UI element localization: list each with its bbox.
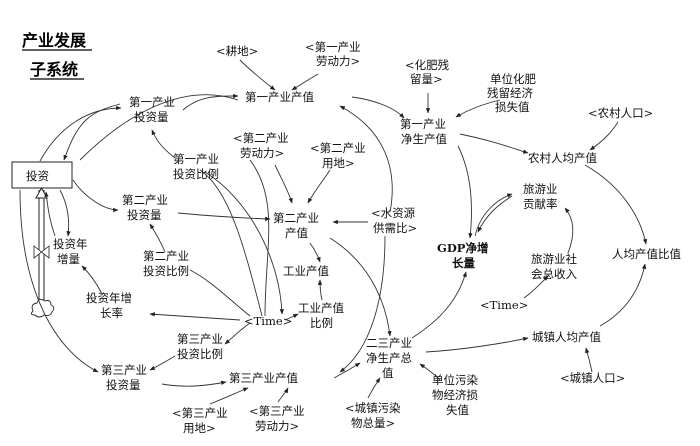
node-urban-pop: <城镇人口> (560, 371, 625, 385)
node-per-capita-ratio: 人均产值比值 (612, 247, 681, 261)
node-tourism-contrib-l1: 旅游业 (523, 182, 558, 196)
node-rural-pop: <农村人口> (588, 106, 653, 120)
node-rural-per-capita: 农村人均产值 (528, 151, 597, 165)
node-inv3-l1: 第三产业 (101, 363, 147, 377)
node-inv1-l2: 投资量 (134, 110, 169, 124)
node-net1-l1: 第一产业 (400, 117, 446, 131)
node-tourism-income-l1: 旅游业社 (531, 252, 577, 266)
node-pollution-loss-l3: 失值 (446, 403, 469, 417)
svg-text:子系统: 子系统 (30, 60, 78, 79)
diagram-edges (19, 59, 648, 405)
node-inv-ratio2-l2: 投资比例 (143, 264, 189, 278)
node-unit-fert-loss-l1: 单位化肥 (490, 72, 536, 86)
node-labor1-l2: 劳动力> (316, 54, 360, 68)
node-output2-l1: 第二产业 (273, 211, 319, 225)
node-water-l1: <水资源 (371, 206, 416, 220)
node-land3-l2: 用地> (183, 421, 216, 435)
node-inv-growth-rate-l1: 投资年增 (86, 291, 132, 305)
svg-text:投资: 投资 (26, 169, 49, 183)
node-inv-ratio3-l2: 投资比例 (177, 347, 223, 361)
node-urban-per-capita: 城镇人均产值 (532, 330, 601, 344)
node-net23-l2: 净生产总 (366, 351, 412, 365)
node-labor1-l1: <第一产业 (305, 40, 361, 54)
svg-text:产业发展: 产业发展 (22, 31, 87, 50)
node-unit-fert-loss-l3: 损失值 (495, 100, 530, 114)
node-gdp-growth-l2: 长量 (452, 256, 475, 270)
node-output2-l2: 产值 (285, 226, 308, 240)
investment-stock: 投资 (11, 161, 73, 189)
node-time-1: <Time> (480, 298, 528, 312)
node-land3-l1: <第三产业 (172, 406, 228, 420)
node-output3: 第三产业产值 (229, 371, 298, 385)
diagram-nodes: <耕地> <第一产业 劳动力> <化肥残 留量> 单位化肥 残留经济 损失值 <… (53, 40, 681, 435)
node-unit-fert-loss-l2: 残留经济 (487, 86, 533, 100)
node-inv-ratio1-l1: 第一产业 (173, 152, 219, 166)
node-land2-l1: <第二产业 (310, 141, 366, 155)
node-inv-growth-l1: 投资年 (53, 237, 88, 251)
node-urban-pollution-l1: <城镇污染 (345, 401, 401, 415)
diagram-title: 产业发展 子系统 (22, 31, 92, 80)
node-gdp-growth-l1: GDP净增 (437, 241, 488, 255)
node-net1-l2: 净生产值 (401, 132, 447, 146)
node-urban-pollution-l2: 物总量> (351, 416, 395, 430)
investment-flow-pipe (30, 186, 55, 318)
node-inv2-l1: 第二产业 (122, 193, 168, 207)
node-labor2-l2: 劳动力> (240, 146, 284, 160)
node-inv-growth-l2: 增量 (57, 252, 80, 266)
node-inv-growth-rate-l2: 长率 (100, 306, 123, 320)
node-inv-ratio2-l1: 第二产业 (143, 249, 189, 263)
node-output1: 第一产业产值 (245, 90, 314, 104)
node-inv-ratio1-l2: 投资比例 (173, 167, 219, 181)
node-inv2-l2: 投资量 (127, 208, 162, 222)
node-pollution-loss-l1: 单位污染 (432, 373, 478, 387)
node-water-l2: 供需比> (373, 221, 417, 235)
node-fertilizer-l1: <化肥残 (405, 58, 450, 72)
node-pollution-loss-l2: 物经济损 (432, 388, 478, 402)
cloud-icon (30, 298, 55, 318)
node-net23-l1: 二三产业 (366, 336, 412, 350)
node-industry-ratio-l1: 工业产值 (298, 301, 344, 315)
node-gengdi: <耕地> (216, 44, 258, 58)
node-industry-ratio-l2: 比例 (310, 316, 333, 330)
node-time-2: <Time> (244, 314, 292, 328)
node-inv3-l2: 投资量 (106, 378, 141, 392)
node-fertilizer-l2: 留量> (410, 72, 443, 86)
node-industry-output: 工业产值 (283, 264, 329, 278)
node-inv-ratio3-l1: 第三产业 (177, 332, 223, 346)
node-tourism-contrib-l2: 贡献率 (523, 197, 558, 211)
node-labor3-l2: 劳动力> (255, 419, 299, 433)
node-land2-l2: 用地> (322, 156, 355, 170)
node-net23-l3: 值 (382, 366, 394, 380)
node-tourism-income-l2: 会总收入 (531, 267, 577, 281)
node-labor2-l1: <第二产业 (233, 131, 289, 145)
node-labor3-l1: <第三产业 (249, 404, 305, 418)
node-inv1-l1: 第一产业 (129, 95, 175, 109)
